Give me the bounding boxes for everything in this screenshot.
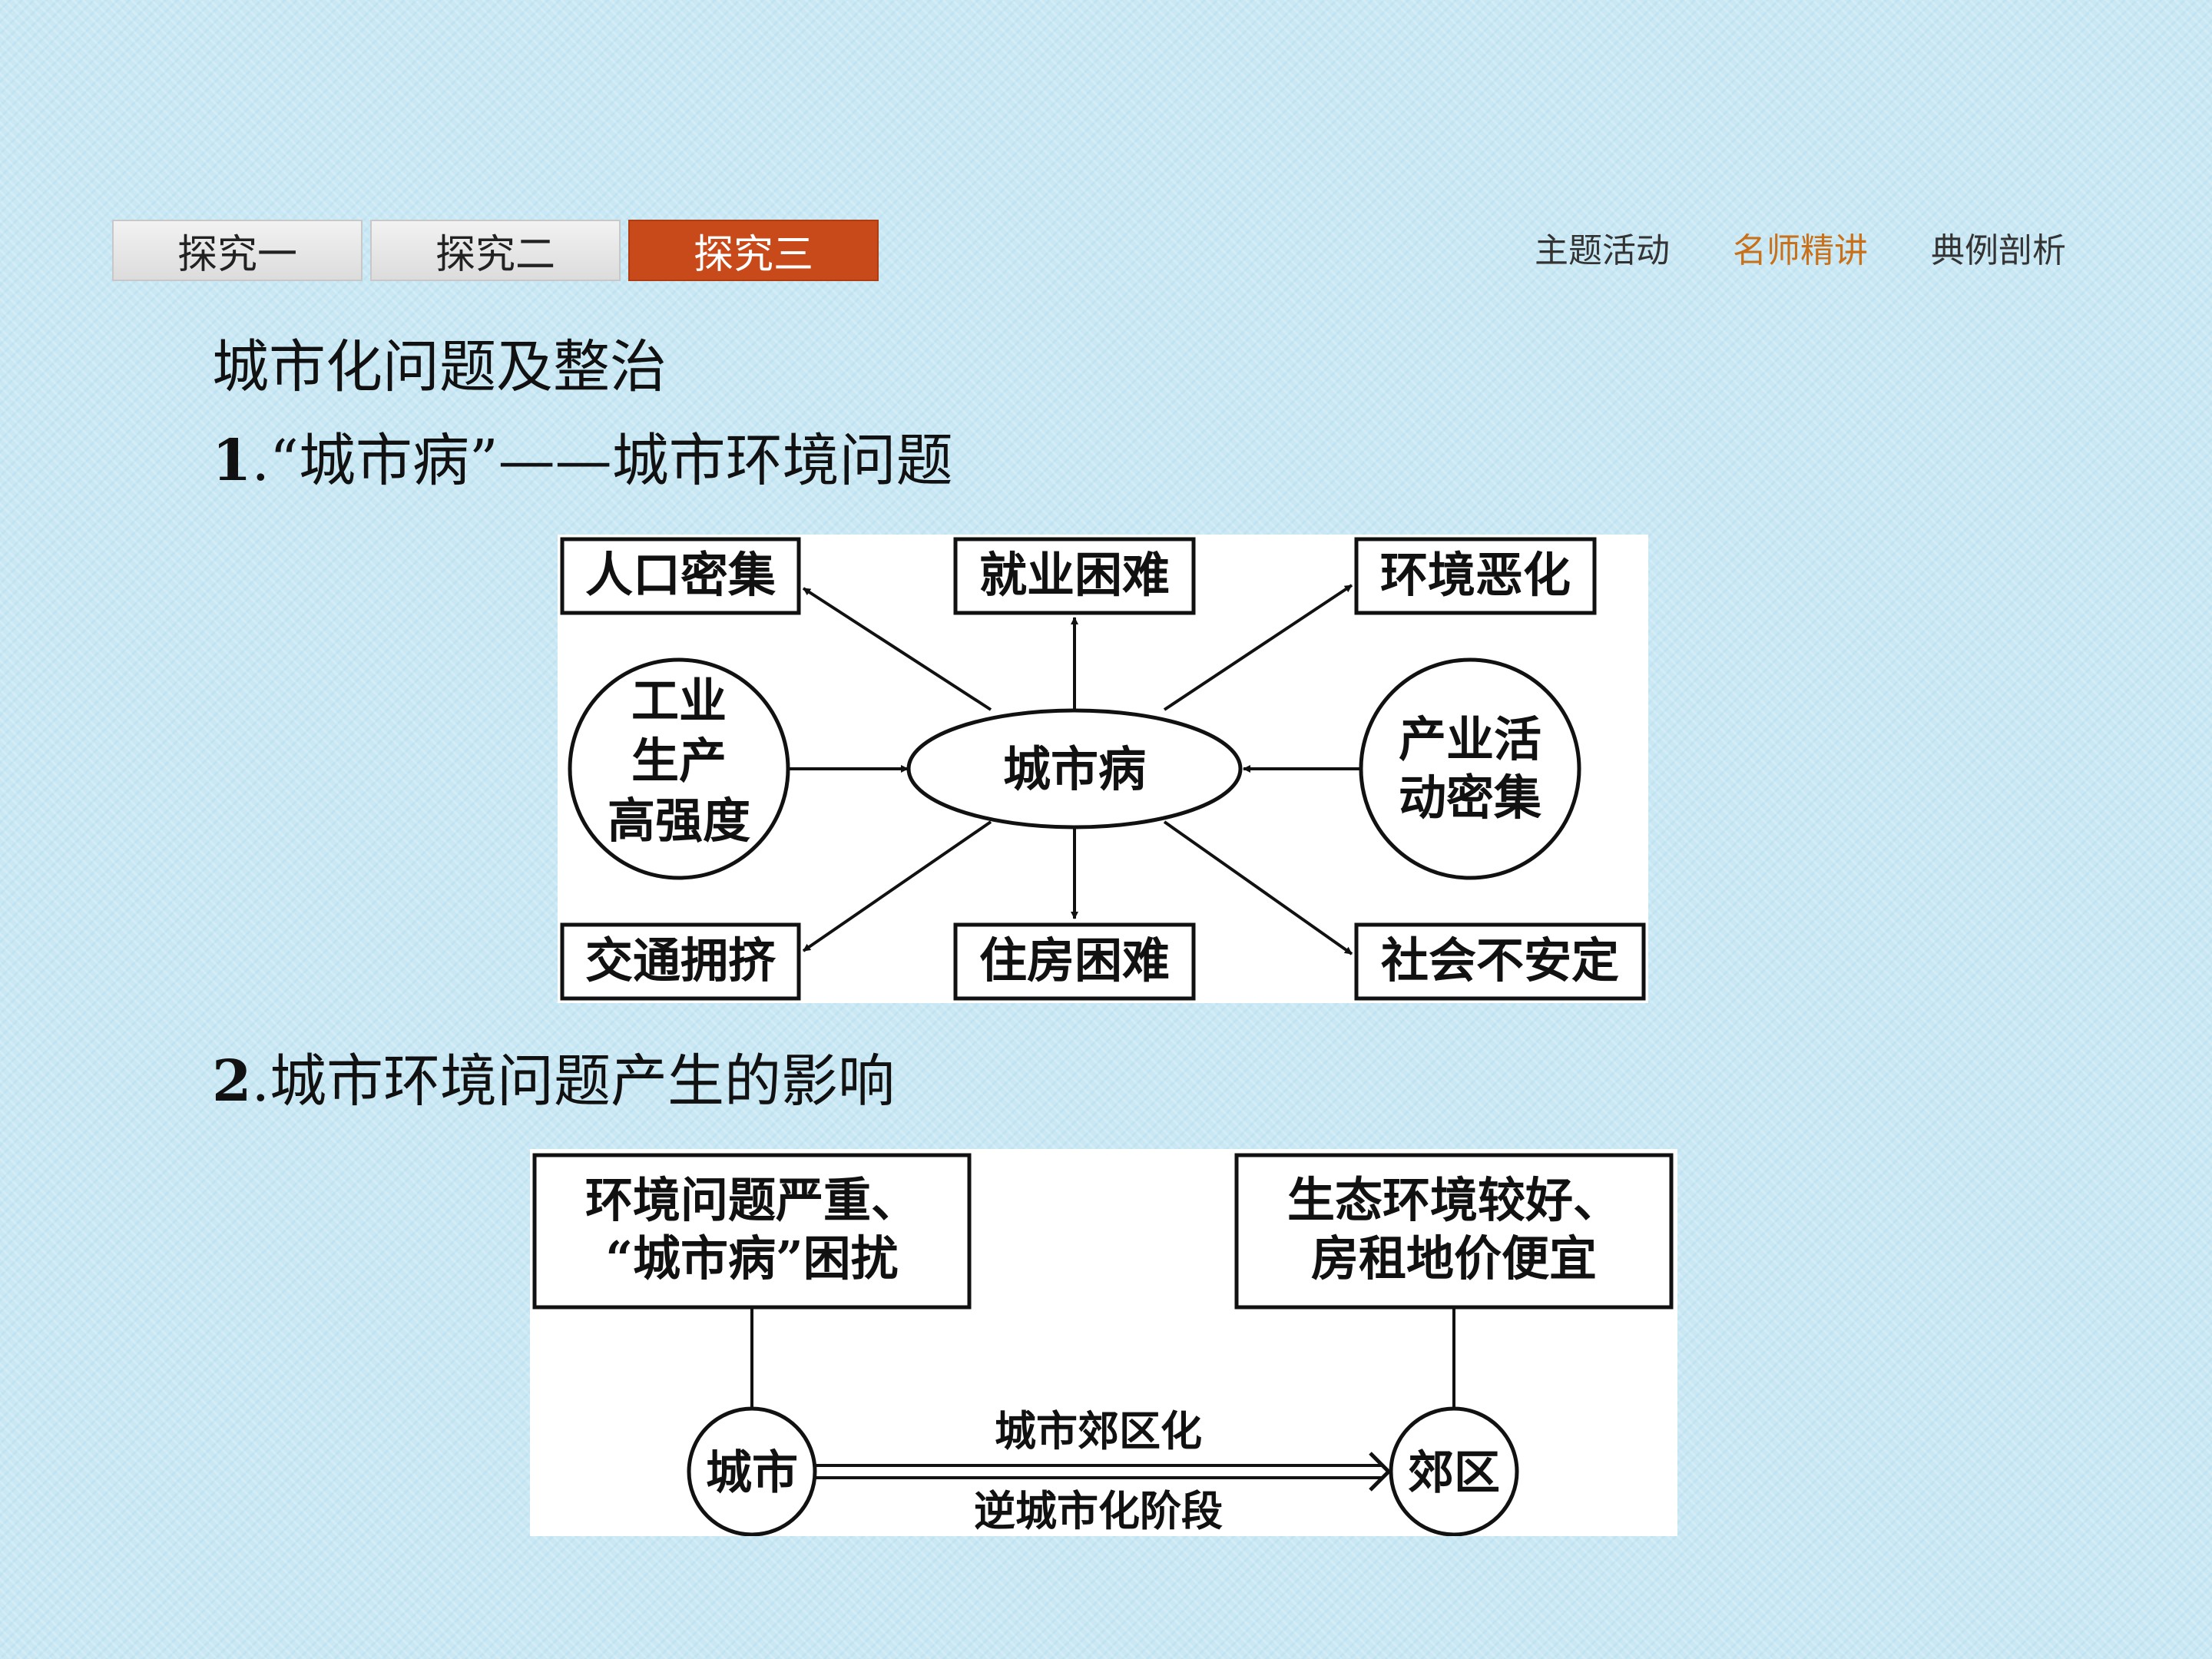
- label-suburb-advantages-1: 生态环境较好、: [1287, 1172, 1621, 1228]
- item-2-heading: 2.城市环境问题产生的影响: [212, 1035, 895, 1118]
- nav-teacher-lecture[interactable]: 名师精讲: [1733, 231, 1868, 270]
- urban-impact-diagram: 环境问题严重、 “城市病”困扰 生态环境较好、 房租地价便宜 城市 郊区 城市郊…: [530, 1149, 1677, 1536]
- node-city: [687, 1406, 817, 1536]
- item-2-number: 2: [212, 1048, 252, 1114]
- circle-left-cause: [568, 657, 790, 880]
- urban-disease-diagram: 人口密集 就业困难 环境恶化 交通拥挤 住房困难 社会不安定 城市病 工业 生产…: [558, 535, 1648, 1003]
- label-node-suburb: 郊区: [1408, 1446, 1500, 1500]
- label-city-problems-1: 环境问题严重、: [585, 1172, 919, 1228]
- label-right-cause-2: 动密集: [1399, 770, 1541, 826]
- label-node-city: 城市: [706, 1446, 798, 1500]
- label-bottom-middle: 住房困难: [979, 932, 1170, 988]
- box-bottom-right: [1354, 922, 1646, 1001]
- label-top-left: 人口密集: [585, 547, 776, 603]
- arrow-to-bottom-right: [1163, 820, 1353, 955]
- label-right-cause-1: 产业活: [1399, 711, 1541, 767]
- label-arrow-top: 城市郊区化: [995, 1406, 1202, 1455]
- tab-bar: 探究一 探究二 探究三: [112, 220, 879, 281]
- box-city-problems: [532, 1153, 972, 1310]
- section-title: 城市化问题及整治: [212, 334, 667, 400]
- center-ellipse: [906, 708, 1243, 830]
- nav-case-analysis[interactable]: 典例剖析: [1931, 231, 2066, 270]
- arrow-to-top-left: [802, 587, 992, 711]
- arrow-to-top-right: [1163, 584, 1353, 711]
- arrow-head-suburb: [1369, 1452, 1392, 1492]
- box-top-right: [1354, 537, 1597, 615]
- tab-explore-1[interactable]: 探究一: [112, 220, 363, 281]
- label-center: 城市病: [1003, 741, 1146, 797]
- circle-right-cause: [1359, 657, 1581, 880]
- tab-explore-3[interactable]: 探究三: [628, 220, 879, 281]
- label-top-middle: 就业困难: [979, 547, 1170, 603]
- box-bottom-middle: [953, 922, 1196, 1001]
- box-suburb-advantages: [1234, 1153, 1674, 1310]
- arrow-to-bottom-left: [802, 820, 992, 952]
- item-1-text: .“城市病”——城市环境问题: [251, 428, 953, 494]
- label-city-problems-2: “城市病”困扰: [605, 1230, 898, 1286]
- item-2-text: .城市环境问题产生的影响: [251, 1048, 896, 1114]
- label-bottom-right: 社会不安定: [1381, 932, 1619, 988]
- label-arrow-bottom: 逆城市化阶段: [974, 1486, 1223, 1535]
- nav-theme-activity[interactable]: 主题活动: [1535, 231, 1670, 270]
- label-suburb-advantages-2: 房租地价便宜: [1311, 1230, 1597, 1286]
- label-left-cause-1: 工业: [631, 673, 727, 729]
- box-top-left: [560, 537, 801, 615]
- label-bottom-left: 交通拥挤: [585, 932, 777, 988]
- item-1-number: 1: [212, 428, 252, 494]
- tab-explore-2[interactable]: 探究二: [370, 220, 621, 281]
- top-nav: 主题活动 名师精讲 典例剖析: [1535, 223, 2066, 272]
- box-bottom-left: [560, 922, 801, 1001]
- label-top-right: 环境恶化: [1380, 547, 1571, 603]
- label-left-cause-3: 高强度: [608, 793, 750, 849]
- item-1-heading: 1.“城市病”——城市环境问题: [212, 415, 953, 497]
- box-top-middle: [953, 537, 1196, 615]
- label-left-cause-2: 生产: [631, 733, 727, 789]
